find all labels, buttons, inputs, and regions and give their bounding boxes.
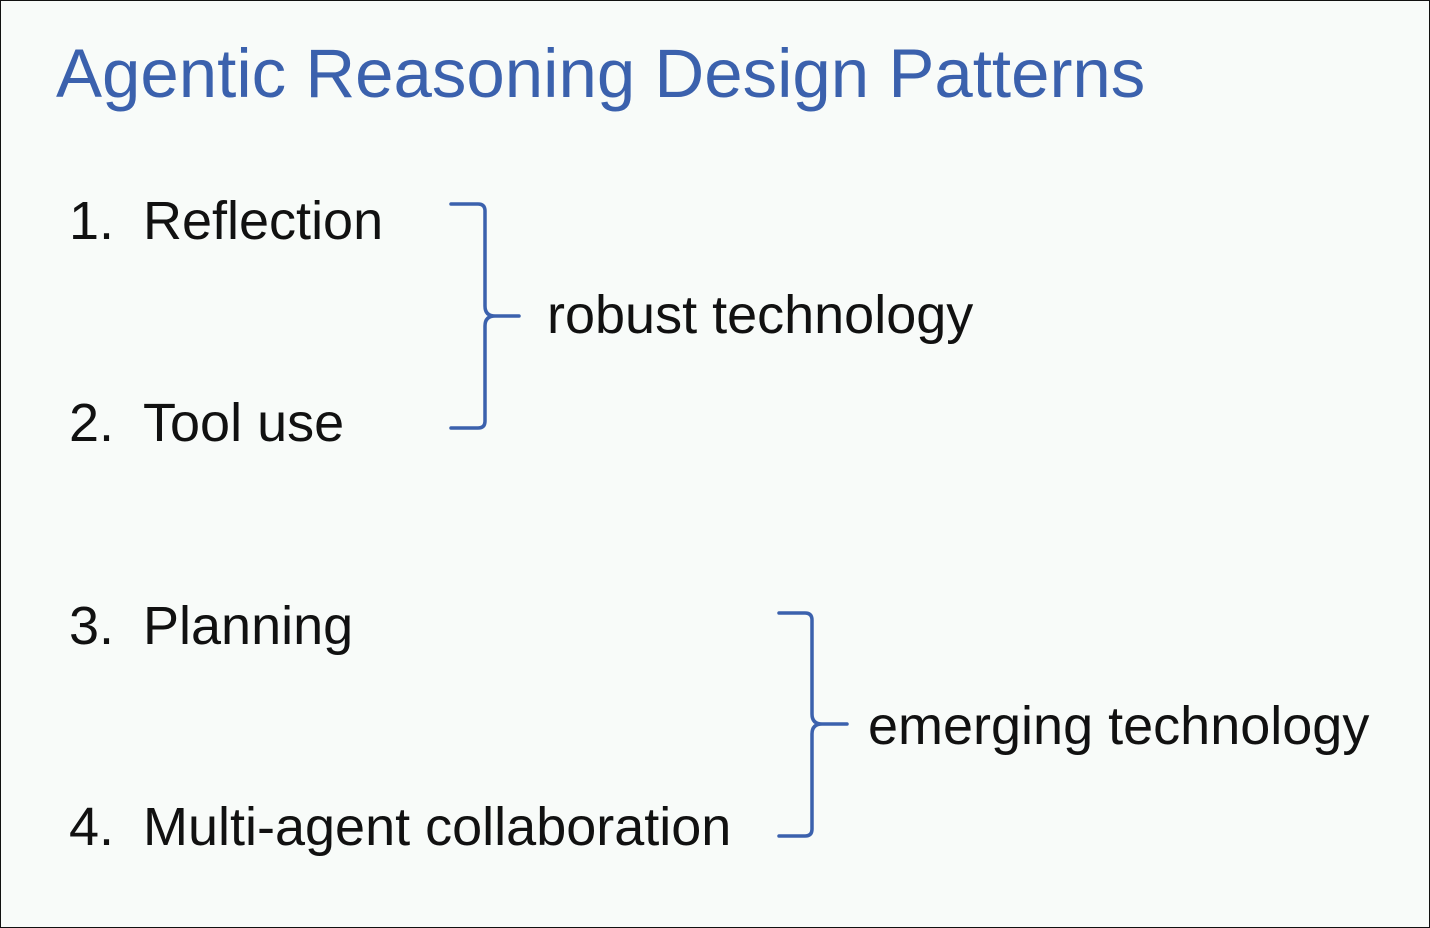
list-item-reflection: 1. Reflection [69, 194, 383, 248]
list-number: 4. [69, 797, 115, 857]
list-item-planning: 3. Planning [69, 599, 353, 653]
slide-title: Agentic Reasoning Design Patterns [56, 35, 1146, 112]
list-number: 3. [69, 596, 115, 656]
list-label: Planning [143, 596, 354, 656]
brace-robust-icon [449, 202, 521, 430]
list-number: 1. [69, 191, 115, 251]
group-label-emerging: emerging technology [868, 696, 1370, 756]
group-label-robust: robust technology [547, 285, 974, 345]
list-label: Multi-agent collaboration [143, 797, 732, 857]
list-label: Reflection [143, 191, 384, 251]
list-label: Tool use [143, 393, 345, 453]
list-number: 2. [69, 393, 115, 453]
brace-emerging-icon [777, 611, 849, 838]
list-item-tool-use: 2. Tool use [69, 396, 344, 450]
list-item-multi-agent: 4. Multi-agent collaboration [69, 800, 731, 854]
